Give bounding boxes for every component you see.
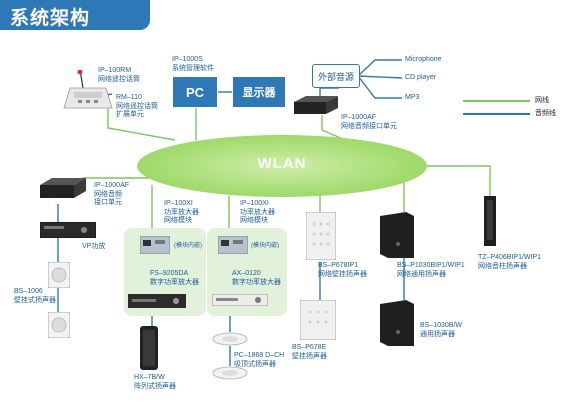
source-cd-player: CD player xyxy=(405,74,437,81)
audio-interface-icon xyxy=(294,96,338,114)
network-wall-speaker-icon xyxy=(306,212,336,260)
legend-network-label: 网线 xyxy=(535,97,549,104)
wall-speaker-e-icon xyxy=(300,300,336,340)
line-source-mic xyxy=(357,59,402,77)
amp-module-1-tag: (模块内嵌) xyxy=(174,243,202,249)
line-ext-source-audio-if xyxy=(319,87,339,98)
display-box: 显示器 xyxy=(233,77,285,107)
amplifier-1-icon xyxy=(128,294,186,308)
source-mp3: MP3 xyxy=(405,94,420,101)
title-bar: 系统架构 xyxy=(0,0,150,30)
general-speaker-icon xyxy=(380,300,414,346)
page-title: 系统架构 xyxy=(10,8,91,29)
line-tz-wlan xyxy=(427,165,491,196)
source-microphone: Microphone xyxy=(405,56,442,63)
amp-module-2-tag: (模块内嵌) xyxy=(251,243,279,249)
external-source-box: 外部音源 xyxy=(312,64,360,88)
line-bs1030-wlan xyxy=(403,179,410,212)
wall-speaker-icon xyxy=(48,262,70,288)
network-column-speaker-icon xyxy=(484,196,496,246)
ceiling-speaker-icon xyxy=(212,332,248,346)
legend-audio-label: 音频线 xyxy=(535,110,556,117)
pc-box: PC xyxy=(173,77,217,107)
amplifier-2-icon xyxy=(212,294,268,306)
network-general-speaker-icon xyxy=(380,212,414,258)
array-speaker-icon xyxy=(140,326,158,370)
ceiling-speaker-icon xyxy=(212,366,248,380)
wlan-cloud xyxy=(137,135,427,197)
wall-speaker-icon xyxy=(48,312,70,338)
left-interface-icon xyxy=(40,178,86,198)
vp-amplifier-label: VP功放 xyxy=(82,243,106,250)
vp-amplifier-icon xyxy=(40,222,96,238)
line-source-cd xyxy=(357,75,403,79)
network-module-2-icon xyxy=(218,236,248,254)
remote-mic-icon xyxy=(63,70,113,109)
line-mic-wlan xyxy=(107,108,176,141)
line-source-mp3 xyxy=(357,75,402,99)
network-module-1-icon xyxy=(140,236,170,254)
wlan-label: WLAN xyxy=(257,155,307,172)
